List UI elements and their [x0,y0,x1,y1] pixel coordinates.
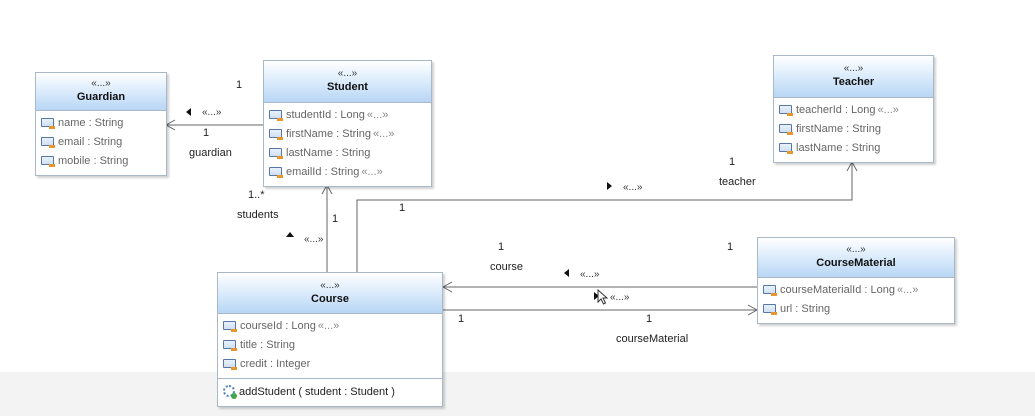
field-icon [223,340,237,351]
operation-row[interactable]: addStudent ( student : Student ) [218,383,442,402]
method-icon [223,385,237,399]
class-stereotype: «...» [320,280,340,291]
field-icon [269,110,283,121]
attribute-row[interactable]: name : String [36,114,166,133]
class-stereotype: «...» [846,244,866,255]
field-icon [269,129,283,140]
multiplicity-label: 1 [729,156,736,168]
attribute-compartment: name : String email : String mobile : St… [36,111,166,175]
class-stereotype: «...» [843,63,864,74]
class-name: Course [311,293,349,305]
class-header: «...» Student [264,61,431,103]
role-label: teacher [719,176,756,188]
association-stereotype: «...» [304,234,324,245]
mouse-pointer-icon [597,289,609,305]
role-label: students [237,209,279,221]
class-name: Student [327,81,368,93]
multiplicity-label: 1 [203,127,210,139]
class-coursematerial[interactable]: «...» CourseMaterial courseMaterialId : … [757,237,955,324]
field-icon [269,148,283,159]
class-header: «...» Teacher [774,56,933,98]
multiplicity-label: 1 [399,202,406,214]
direction-triangle-icon [564,269,569,277]
class-teacher[interactable]: «...» Teacher teacherId : Long«...» firs… [773,55,934,163]
attribute-compartment: courseId : Long«...» title : String cred… [218,314,442,378]
direction-triangle-icon [286,232,294,237]
attribute-row[interactable]: lastName : String [774,139,933,158]
attribute-row[interactable]: courseMaterialId : Long«...» [758,281,954,300]
association-stereotype: «...» [580,269,600,280]
attribute-compartment: teacherId : Long«...» firstName : String… [774,98,933,162]
attribute-row[interactable]: firstName : String«...» [264,125,431,144]
field-icon [223,359,237,370]
multiplicity-label: 1 [646,313,653,325]
attribute-compartment: studentId : Long«...» firstName : String… [264,103,431,186]
multiplicity-label: 1 [236,79,243,91]
class-course[interactable]: «...» Course courseId : Long«...» title … [217,272,443,407]
class-guardian[interactable]: «...» Guardian name : String email : Str… [35,72,167,176]
class-name: Teacher [832,76,875,88]
operation-compartment: addStudent ( student : Student ) [218,378,442,406]
association-stereotype: «...» [623,182,643,193]
attribute-row[interactable]: teacherId : Long«...» [774,101,933,120]
field-icon [779,124,793,135]
class-stereotype: «...» [91,78,111,89]
attribute-row[interactable]: courseId : Long«...» [218,317,442,336]
direction-triangle-icon [186,108,191,116]
direction-triangle-icon [607,182,612,190]
attribute-row[interactable]: emailId : String«...» [264,163,431,182]
field-icon [41,156,55,167]
class-stereotype: «...» [337,68,358,79]
role-label: guardian [189,147,232,159]
class-header: «...» Course [218,273,442,314]
attribute-row[interactable]: title : String [218,336,442,355]
class-header: «...» Guardian [36,73,166,111]
field-icon [223,321,237,332]
attribute-row[interactable]: lastName : String [264,144,431,163]
multiplicity-label: 1 [498,241,505,253]
field-icon [779,143,793,154]
field-icon [779,105,793,116]
attribute-row[interactable]: credit : Integer [218,355,442,374]
field-icon [41,137,55,148]
field-icon [269,167,283,178]
attribute-row[interactable]: url : String [758,300,954,319]
assoc-line-course-teacher[interactable] [356,162,853,272]
role-label: course [490,261,524,273]
multiplicity-label: 1 [727,241,734,253]
attribute-row[interactable]: firstName : String [774,120,933,139]
class-name: Guardian [76,91,126,103]
canvas-bottom-band [0,372,1035,416]
attribute-compartment: courseMaterialId : Long«...» url : Strin… [758,278,954,323]
class-header: «...» CourseMaterial [758,238,954,278]
direction-triangle-icon [594,292,599,300]
class-student[interactable]: «...» Student studentId : Long«...» firs… [263,60,432,187]
field-icon [41,118,55,129]
attribute-row[interactable]: email : String [36,133,166,152]
attribute-row[interactable]: studentId : Long«...» [264,106,431,125]
role-label: courseMaterial [616,333,689,345]
association-stereotype: «...» [202,107,222,118]
field-icon [763,304,777,315]
multiplicity-label: 1..* [248,189,265,201]
association-stereotype: «...» [610,292,630,303]
class-name: CourseMaterial [816,257,896,269]
arrowhead-course [441,281,453,293]
multiplicity-label: 1 [332,213,339,225]
field-icon [763,285,777,296]
attribute-row[interactable]: mobile : String [36,152,166,171]
multiplicity-label: 1 [458,313,465,325]
